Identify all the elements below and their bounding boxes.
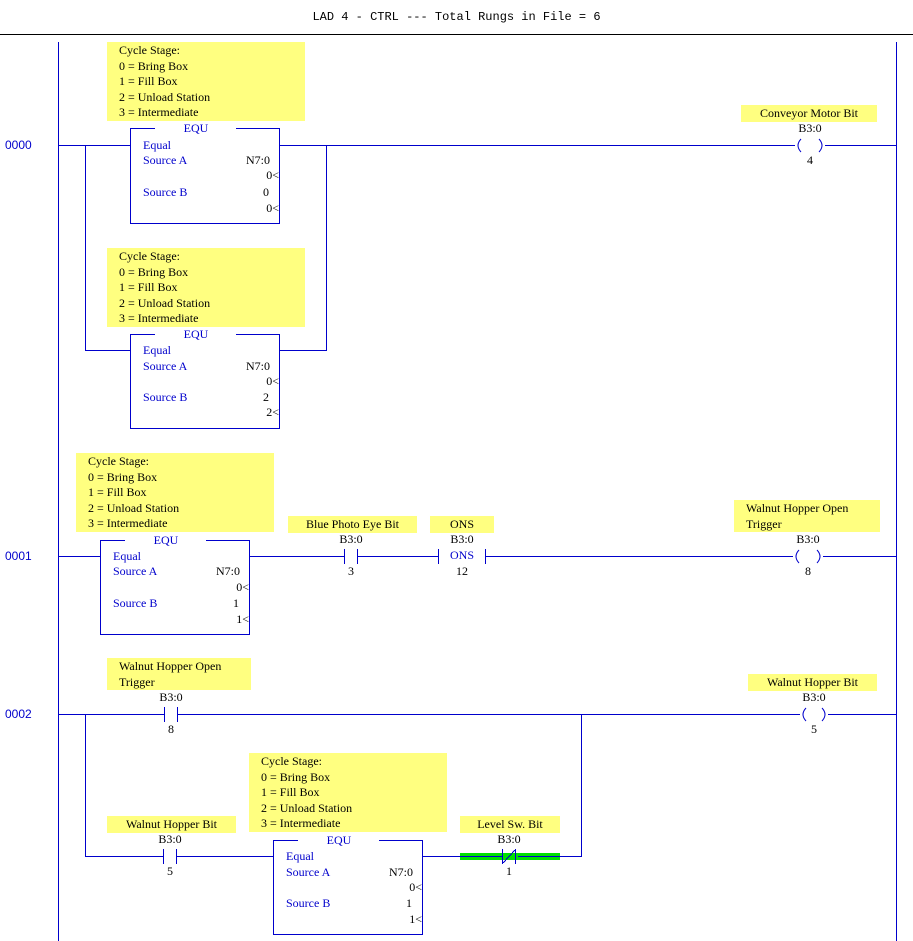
cycle-stage-note: Cycle Stage: 0 = Bring Box 1 = Fill Box …: [107, 248, 305, 327]
blue-photo-eye-desc: Blue Photo Eye Bit: [288, 516, 417, 533]
source-a-label: Source A: [113, 564, 158, 578]
equ-description: Equal: [286, 849, 314, 863]
source-b-value: 0<: [266, 201, 279, 215]
equ-title: EQU: [153, 533, 179, 547]
ladder-file-title: LAD 4 - CTRL --- Total Rungs in File = 6: [312, 10, 601, 24]
blue-photo-eye-address: B3:0: [339, 532, 363, 546]
coil-conveyor-motor-symbol: [797, 138, 823, 153]
hopper-bit-coil-address: B3:0: [802, 690, 826, 704]
header-divider: [0, 34, 913, 35]
conveyor-motor-bit: 4: [807, 153, 813, 167]
source-b-label: Source B: [143, 390, 188, 404]
hopper-bit-contact-desc: Walnut Hopper Bit: [107, 816, 236, 833]
equ-title: EQU: [183, 327, 209, 341]
coil-hopper-trigger-symbol: [795, 549, 821, 564]
hopper-trigger-contact-bit: 8: [168, 722, 174, 736]
source-a-address: N7:0: [246, 153, 270, 167]
source-a-value: 0<: [266, 168, 279, 182]
source-a-address: N7:0: [246, 359, 270, 373]
source-b-value: 1<: [409, 912, 422, 926]
ons-address: B3:0: [450, 532, 474, 546]
level-switch-desc: Level Sw. Bit: [460, 816, 560, 833]
source-a-value: 0<: [236, 580, 249, 594]
source-b-constant: 1: [233, 596, 239, 610]
hopper-trigger-contact-desc: Walnut Hopper Open Trigger: [107, 658, 251, 690]
source-a-label: Source A: [143, 153, 188, 167]
equ-description: Equal: [143, 343, 171, 357]
equ-description: Equal: [113, 549, 141, 563]
hopper-bit-coil-desc: Walnut Hopper Bit: [748, 674, 877, 691]
source-b-constant: 2: [263, 390, 269, 404]
conveyor-motor-address: B3:0: [798, 121, 822, 135]
hopper-bit-contact-bit: 5: [167, 864, 173, 878]
source-a-address: N7:0: [389, 865, 413, 879]
equ-instruction[interactable]: EQU Equal Source A N7:0 0< Source B 2 2<: [130, 327, 280, 429]
source-a-label: Source A: [143, 359, 188, 373]
blue-photo-eye-bit: 3: [348, 564, 354, 578]
ons-desc: ONS: [430, 516, 494, 533]
source-b-label: Source B: [113, 596, 158, 610]
conveyor-motor-desc: Conveyor Motor Bit: [741, 105, 877, 122]
level-switch-bit: 1: [506, 864, 512, 878]
rung-number-0001[interactable]: 0001: [5, 549, 32, 563]
source-b-constant: 0: [263, 185, 269, 199]
hopper-trigger-desc: Walnut Hopper Open Trigger: [734, 500, 880, 532]
source-b-label: Source B: [143, 185, 188, 199]
cycle-stage-note: Cycle Stage: 0 = Bring Box 1 = Fill Box …: [76, 453, 274, 532]
hopper-trigger-bit: 8: [805, 564, 811, 578]
hopper-bit-contact-address: B3:0: [158, 832, 182, 846]
equ-title: EQU: [326, 833, 352, 847]
equ-description: Equal: [143, 138, 171, 152]
ons-label: ONS: [449, 548, 474, 562]
source-a-value: 0<: [409, 880, 422, 894]
source-b-value: 2<: [266, 405, 279, 419]
cycle-stage-note: Cycle Stage: 0 = Bring Box 1 = Fill Box …: [249, 753, 447, 832]
rung-number-0000[interactable]: 0000: [5, 138, 32, 152]
rung-number-0002[interactable]: 0002: [5, 707, 32, 721]
level-switch-address: B3:0: [497, 832, 521, 846]
source-a-label: Source A: [286, 865, 331, 879]
source-b-constant: 1: [406, 896, 412, 910]
energized-indicator: [460, 853, 560, 860]
equ-instruction[interactable]: EQU Equal Source A N7:0 0< Source B 1 1<: [100, 533, 250, 635]
cycle-stage-note: Cycle Stage: 0 = Bring Box 1 = Fill Box …: [107, 42, 305, 121]
equ-instruction[interactable]: EQU Equal Source A N7:0 0< Source B 0 0<: [130, 121, 280, 224]
ons-instruction[interactable]: ONS: [436, 547, 488, 566]
equ-instruction[interactable]: EQU Equal Source A N7:0 0< Source B 1 1<: [273, 833, 423, 935]
source-b-label: Source B: [286, 896, 331, 910]
source-a-value: 0<: [266, 374, 279, 388]
equ-title: EQU: [183, 121, 209, 135]
hopper-bit-coil-bit: 5: [811, 722, 817, 736]
source-a-address: N7:0: [216, 564, 240, 578]
hopper-trigger-address: B3:0: [796, 532, 820, 546]
hopper-trigger-contact-address: B3:0: [159, 690, 183, 704]
source-b-value: 1<: [236, 612, 249, 626]
ons-bit: 12: [456, 564, 468, 578]
coil-hopper-bit-symbol: [802, 707, 826, 722]
